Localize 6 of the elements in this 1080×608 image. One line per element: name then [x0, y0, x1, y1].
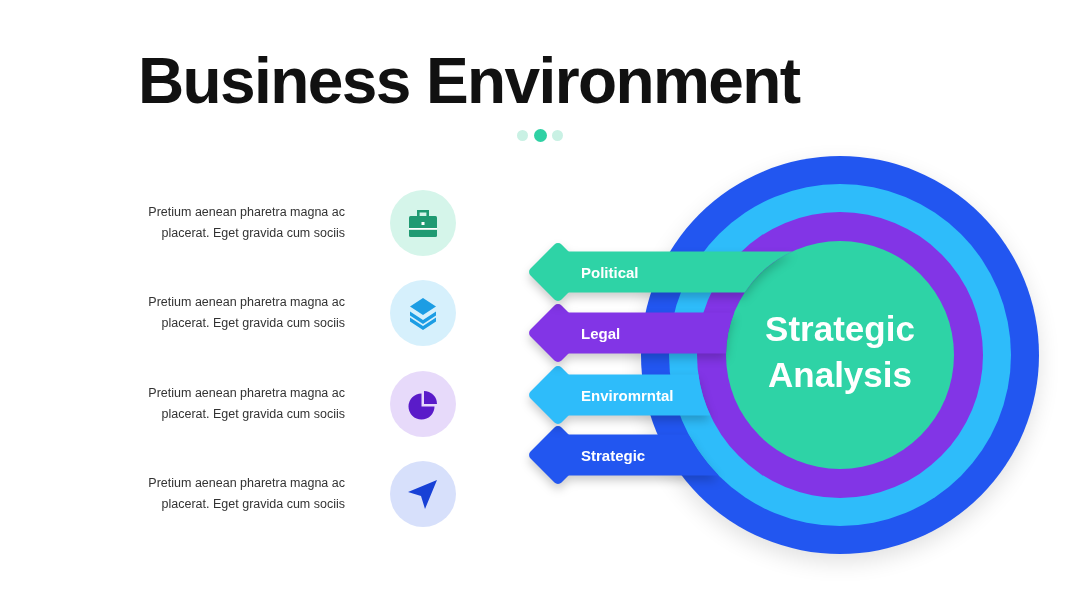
inner-ring: [697, 212, 983, 498]
description-text: Pretium aenean pharetra magna ac placerat. Eget gravida cum sociis: [147, 475, 345, 513]
description-text: Pretium aenean pharetra magna ac placerat. Eget gravida cum sociis: [147, 385, 345, 423]
slide-title: Business Environment: [138, 49, 800, 113]
description-text: Pretium aenean pharetra magna ac placerat. Eget gravida cum sociis: [147, 294, 345, 332]
description-text: Pretium aenean pharetra magna ac placerat. Eget gravida cum sociis: [147, 204, 345, 242]
